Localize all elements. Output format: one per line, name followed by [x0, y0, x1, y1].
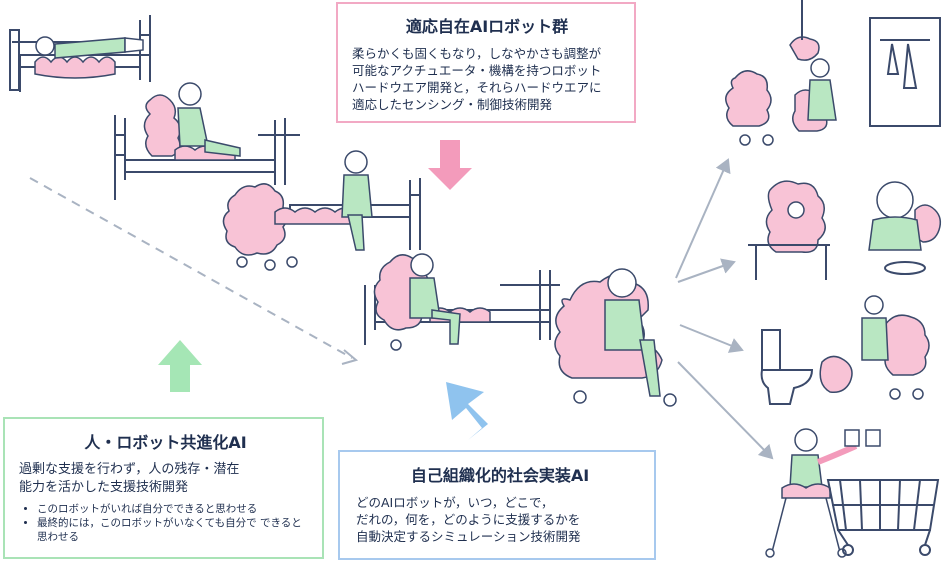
- adaptive-robot-title: 適応自在AIロボット群: [405, 17, 569, 36]
- adaptive-robot-line: ハードウエア開発と，それらハードウエアに: [352, 80, 602, 95]
- robot-icon: [34, 56, 116, 79]
- bullet-item: このロボットがいれば自分でできると思わせる: [37, 502, 312, 516]
- social-implementation-ai-box: 自己組織化的社会実装AI どのAIロボットが，いつ，どこで， だれの，何を，どの…: [338, 450, 656, 560]
- adaptive-robot-line: 適応したセンシング・制御技術開発: [352, 97, 553, 112]
- meal-icon: [748, 244, 926, 280]
- coevolution-ai-line: 能力を活かした支援技術開発: [19, 480, 189, 495]
- social-implementation-ai-line: どのAIロボットが，いつ，どこで，: [356, 495, 554, 510]
- social-implementation-ai-line: 自動決定するシミュレーション技術開発: [356, 529, 581, 544]
- robot-icon: [222, 183, 356, 271]
- bed-icon: [114, 115, 300, 200]
- person-icon: [787, 181, 922, 251]
- social-implementation-ai-text: どのAIロボットが，いつ，どこで， だれの，何を，どのように支援するかを 自動決…: [356, 494, 644, 545]
- coevolution-ai-title: 人・ロボット共進化AI: [84, 433, 247, 452]
- person-icon: [789, 428, 858, 488]
- pink-arrow: [428, 140, 472, 190]
- coevolution-ai-text: 過剰な支援を行わず，人の残存・潜在 能力を活かした支援技術開発: [19, 461, 312, 497]
- adaptive-robot-line: 可能なアクチュエータ・機構を持つロボット: [352, 63, 602, 78]
- bullet-item: 最終的には，このロボットがいなくても自分で できると思わせる: [37, 516, 312, 544]
- wardrobe-icon: [869, 17, 941, 127]
- person-icon: [177, 82, 241, 157]
- robot-icon: [819, 314, 930, 400]
- person-icon: [409, 253, 461, 345]
- person-icon: [861, 295, 889, 361]
- robot-icon: [765, 483, 847, 558]
- social-implementation-ai-line: だれの，何を，どのように支援するかを: [356, 512, 581, 527]
- green-arrow: [158, 340, 202, 392]
- person-icon: [341, 150, 373, 251]
- fan-arrows: [675, 158, 774, 460]
- coevolution-ai-box: 人・ロボット共進化AI 過剰な支援を行わず，人の残存・潜在 能力を活かした支援技…: [3, 417, 324, 559]
- progress-dashed-line: [29, 177, 353, 359]
- coevolution-ai-bullets: このロボットがいれば自分でできると思わせる 最終的には，このロボットがいなくても…: [19, 502, 312, 544]
- person-icon: [35, 36, 144, 59]
- adaptive-robot-line: 柔らかくも固くもなり，しなやかさも調整が: [352, 46, 602, 61]
- toilet-icon: [760, 329, 814, 405]
- adaptive-robot-text: 柔らかくも固くもなり，しなやかさも調整が 可能なアクチュエータ・機構を持つロボッ…: [352, 45, 622, 113]
- coevolution-ai-line: 過剰な支援を行わず，人の残存・潜在: [19, 462, 240, 477]
- shelf-items-icon: [844, 429, 881, 447]
- social-implementation-ai-title: 自己組織化的社会実装AI: [410, 466, 590, 485]
- adaptive-robot-box: 適応自在AIロボット群 柔らかくも固くもなり，しなやかさも調整が 可能なアクチュ…: [336, 2, 636, 123]
- person-icon: [604, 268, 661, 397]
- robot-icon: [765, 180, 942, 253]
- blue-arrow: [446, 382, 488, 440]
- shopping-cart-icon: [826, 479, 940, 556]
- person-icon: [807, 58, 837, 121]
